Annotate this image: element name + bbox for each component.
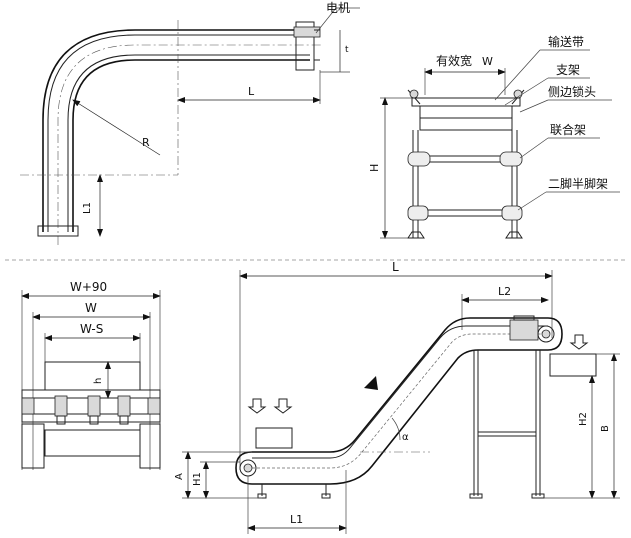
dim-b-label: B xyxy=(600,425,611,432)
dim-w-section-label: W xyxy=(85,301,97,315)
bracket-label: 支架 xyxy=(556,63,580,77)
side-lock-label: 侧边锁头 xyxy=(548,84,596,99)
side-elevation-view: L L2 α xyxy=(174,260,620,534)
dim-h-section-label: h xyxy=(93,378,104,384)
dim-w90-label: W+90 xyxy=(70,280,107,294)
plan-view-curved-conveyor: 电机 L t R L1 xyxy=(20,1,360,245)
joint-frame-label: 联合架 xyxy=(550,122,586,137)
belt-label: 输送带 xyxy=(548,34,584,49)
effective-width-label: 有效宽 xyxy=(436,53,472,68)
dim-l-label: L xyxy=(248,85,255,98)
two-leg-frame-label: 二脚半脚架 xyxy=(548,176,608,191)
dim-side-l-label: L xyxy=(392,260,399,274)
dim-h-label: H xyxy=(368,164,381,172)
dim-angle-label: α xyxy=(402,432,409,443)
effective-width-w: W xyxy=(482,55,493,68)
dim-l2-label: L2 xyxy=(498,285,511,298)
dim-r-label: R xyxy=(142,136,150,149)
dim-l1-label: L1 xyxy=(82,202,93,214)
cross-section-view: W+90 W W-S h xyxy=(21,280,161,470)
dim-a-label: A xyxy=(174,473,185,480)
dim-h2-label: H2 xyxy=(578,412,589,426)
motor-label: 电机 xyxy=(326,1,350,15)
dim-side-l1-label: L1 xyxy=(290,513,303,526)
dim-t-label: t xyxy=(345,45,349,55)
front-section-view: 有效宽 W H xyxy=(368,34,620,239)
dim-h1-label: H1 xyxy=(192,472,203,486)
dim-ws-label: W-S xyxy=(80,322,103,336)
direction-arrow-icon xyxy=(364,376,378,390)
